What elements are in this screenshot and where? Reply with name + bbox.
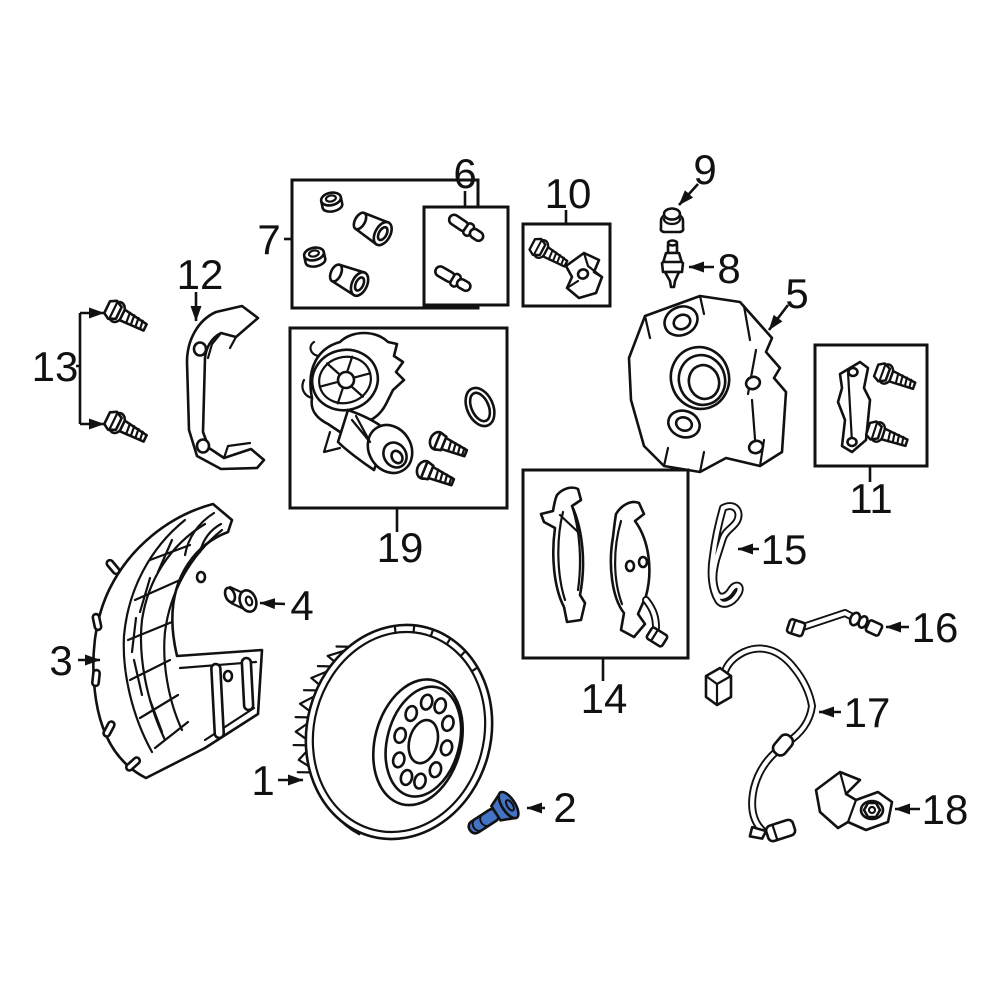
part-bleeder-screw-cap xyxy=(659,207,685,234)
callout-label-4: 4 xyxy=(290,582,313,629)
callout-label-15: 15 xyxy=(761,526,808,573)
brake-pad-inner xyxy=(539,486,587,624)
callout-13-bracket xyxy=(76,313,82,424)
caliper-tab-hole-1 xyxy=(744,375,762,391)
screw-head-face xyxy=(497,790,520,820)
callout-label-13: 13 xyxy=(32,343,79,390)
part-splash-shield-bolt xyxy=(223,585,258,613)
part-brake-rotor xyxy=(292,623,494,841)
kit-box-11 xyxy=(813,343,929,468)
caliper-ear-bottom-hole xyxy=(674,416,694,432)
callout-label-5: 5 xyxy=(785,270,808,317)
shield-hole-1 xyxy=(195,570,207,584)
bracket-hole-top xyxy=(192,341,208,357)
callout-label-7: 7 xyxy=(257,216,280,263)
part-bleeder-screw xyxy=(660,239,685,289)
sensor-connector xyxy=(704,666,733,707)
sensor-tip xyxy=(748,818,797,843)
part-splash-shield xyxy=(90,502,264,780)
callout-label-19: 19 xyxy=(377,524,424,571)
callout-label-14: 14 xyxy=(581,675,628,722)
callout-label-8: 8 xyxy=(717,245,740,292)
part-rotor-retaining-screw xyxy=(467,790,520,835)
callout-labels: 1 2 3 4 5 6 7 8 9 10 11 12 13 14 15 16 1… xyxy=(32,146,969,833)
top-rim-ticks xyxy=(393,624,479,673)
bracket-hole xyxy=(576,268,590,280)
part-hose-bracket xyxy=(814,770,894,832)
center-bore xyxy=(407,718,440,765)
shield-flange-bar-2 xyxy=(240,656,255,712)
bracket-bolt-1 xyxy=(101,296,152,337)
callout-9-arrow xyxy=(678,183,699,206)
part-wear-sensor-wire xyxy=(704,644,816,843)
part-brake-pad-set xyxy=(521,468,690,660)
shield-hole-2 xyxy=(222,669,234,683)
part-brake-caliper xyxy=(627,294,788,474)
part-bolt-and-bracket-kit xyxy=(521,222,612,308)
caliper-tab-hole-2 xyxy=(747,439,765,455)
lug-holes xyxy=(391,693,455,790)
callout-label-18: 18 xyxy=(922,786,969,833)
callout-4-arrow xyxy=(259,598,286,610)
callout-label-16: 16 xyxy=(912,604,959,651)
rim-vent-ticks xyxy=(292,645,350,774)
part-caliper-mounting-bracket xyxy=(185,304,266,471)
caliper-ear-top-hole xyxy=(672,313,692,331)
callout-label-6: 6 xyxy=(453,150,476,197)
callout-label-1: 1 xyxy=(251,757,274,804)
callout-label-10: 10 xyxy=(545,170,592,217)
bracket-bolt-head xyxy=(862,801,882,819)
callout-label-17: 17 xyxy=(844,689,891,736)
shield-flange-bar-1 xyxy=(210,662,226,740)
callout-5-arrow xyxy=(767,304,790,331)
rim-vent-chevrons xyxy=(294,649,346,768)
bracket-hole-bottom xyxy=(195,438,211,454)
callout-label-9: 9 xyxy=(693,146,716,193)
callout-label-2: 2 xyxy=(553,784,576,831)
wire-grommet xyxy=(771,733,795,757)
callout-label-11: 11 xyxy=(849,475,893,522)
part-brake-hose xyxy=(785,609,884,638)
callout-connectors xyxy=(76,183,920,815)
hose-end-right xyxy=(864,619,884,637)
kit-box-14 xyxy=(521,468,690,660)
part-pad-spring-clip xyxy=(707,502,744,608)
wear-sensor-connector xyxy=(645,626,669,648)
part-guide-pin-kit xyxy=(422,205,510,307)
gear-hub xyxy=(336,370,356,390)
part-bracket-bolt-pair xyxy=(101,296,152,448)
shield-edge-stubs xyxy=(90,558,142,772)
callout-label-12: 12 xyxy=(177,251,224,298)
bolt-head-face xyxy=(238,589,258,613)
bracket-bolt-2 xyxy=(101,407,152,448)
part-support-plate-kit xyxy=(813,343,929,468)
hose-end-left xyxy=(785,618,807,638)
part-parking-brake-actuator-kit xyxy=(288,326,509,510)
support-plate xyxy=(836,360,872,454)
callout-label-3: 3 xyxy=(49,637,72,684)
